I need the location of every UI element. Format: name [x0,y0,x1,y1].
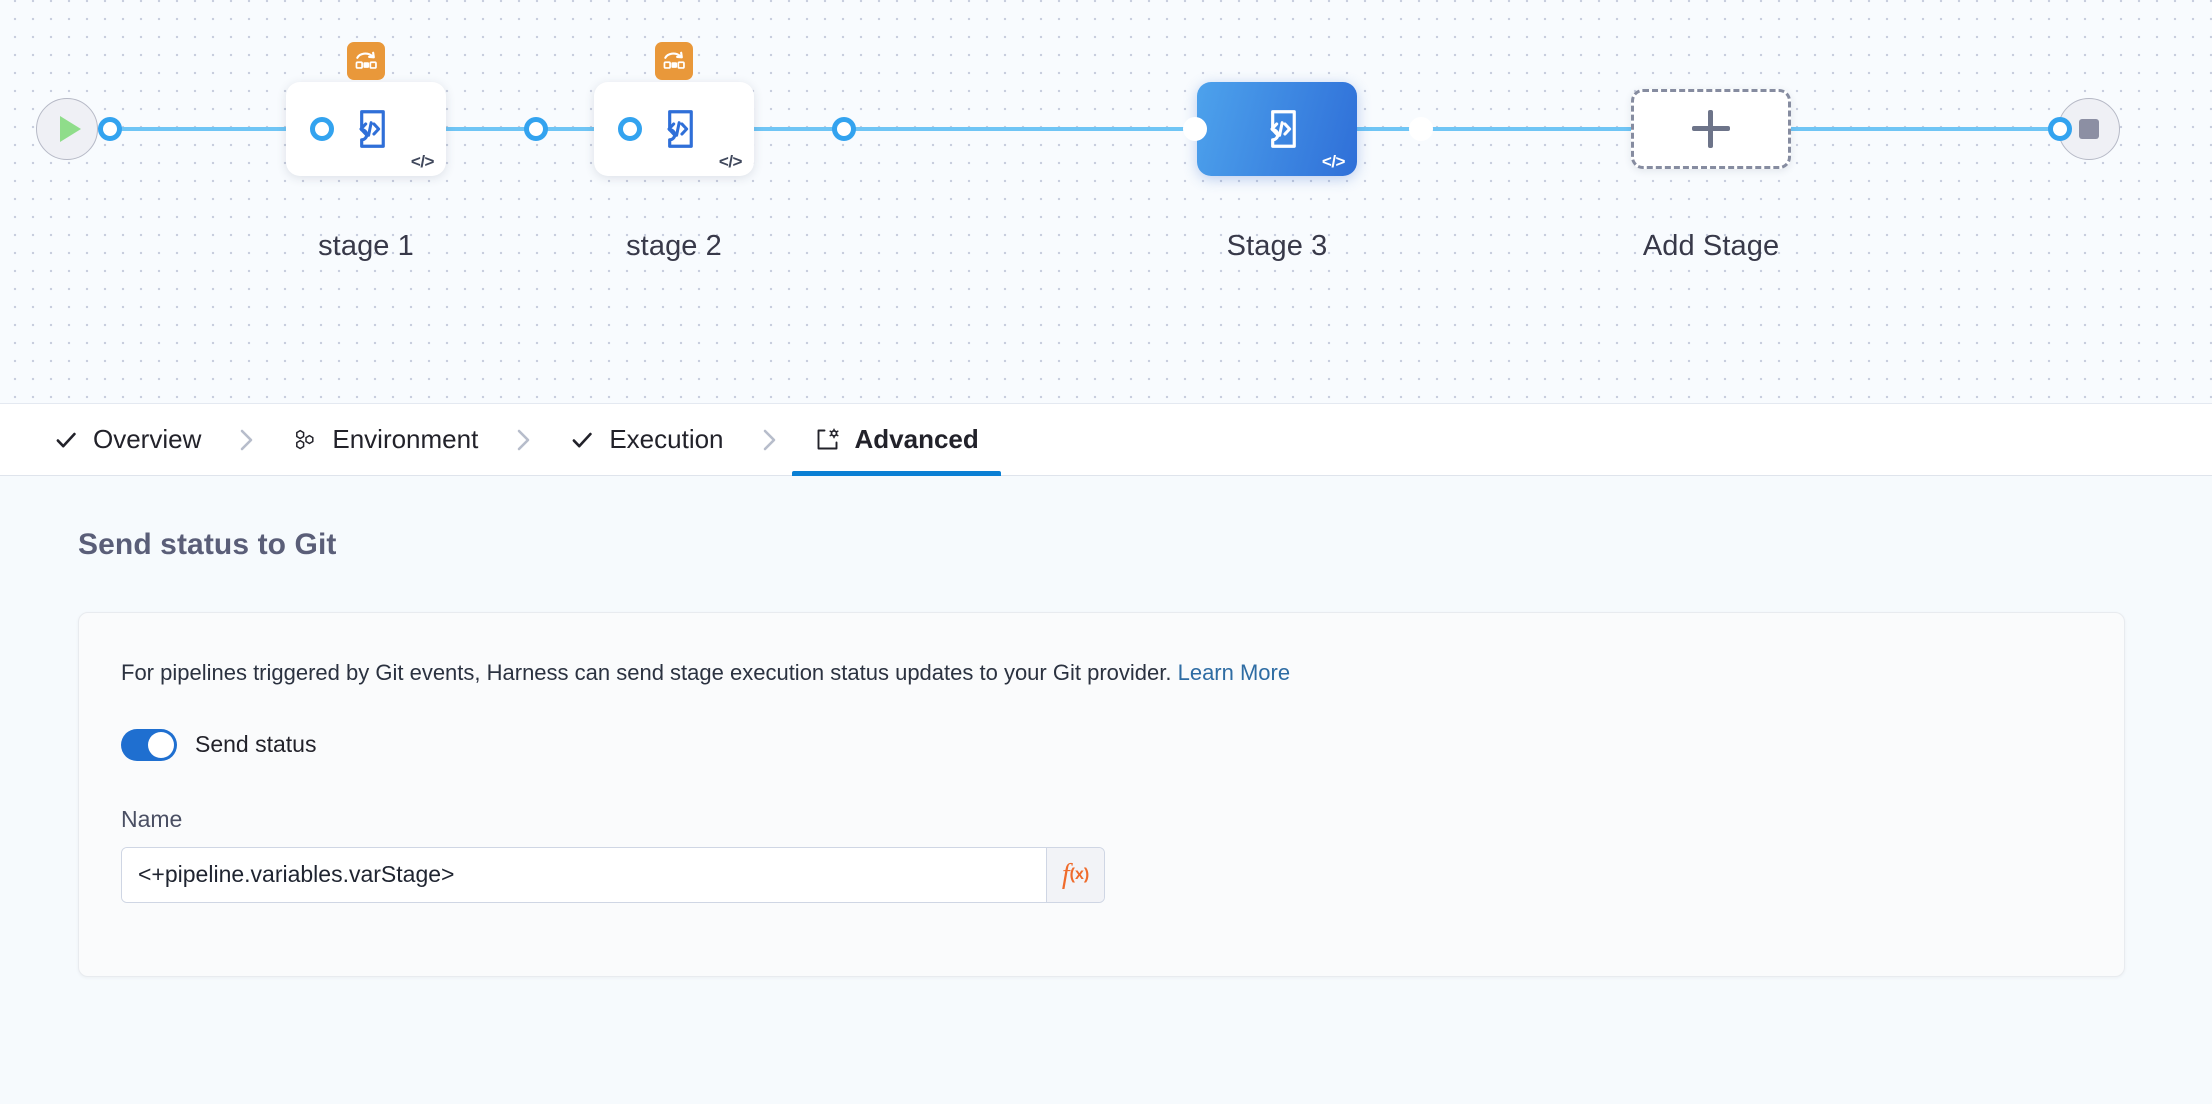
send-status-toggle-label: Send status [195,731,317,758]
chevron-right-icon [500,404,546,475]
toggle-knob [148,731,174,758]
check-icon [52,426,80,454]
add-stage-label: Add Stage [1642,230,1780,262]
tab-overview[interactable]: Overview [30,404,223,475]
stage-node-3[interactable]: </> [1197,82,1357,176]
stage-label-2: stage 2 [626,230,722,262]
tab-advanced[interactable]: Advanced [791,404,1002,476]
tab-overview-label: Overview [93,424,202,454]
hexagon-cluster-icon [291,426,319,454]
stage-tab-bar: Overview Environment Execution [0,404,2212,476]
name-field-wrap: f(x) [121,846,1105,903]
play-icon [59,116,81,142]
port-stage3-in[interactable] [1183,117,1207,141]
port-stage2-in[interactable] [618,117,642,141]
stage-code-badge: </> [718,152,743,171]
custom-stage-code-icon [359,110,385,148]
port-stage3-out[interactable] [1409,117,1433,141]
learn-more-link[interactable]: Learn More [1177,660,1291,685]
port-stage1-in[interactable] [310,117,334,141]
custom-stage-code-icon [667,110,693,148]
expression-fx-button[interactable]: f(x) [1046,847,1104,902]
stage-label-1: stage 1 [318,230,414,262]
card-description: For pipelines triggered by Git events, H… [121,658,2124,689]
tab-execution[interactable]: Execution [546,404,745,475]
pipeline-node-row: </> </> [0,0,2212,403]
tab-environment[interactable]: Environment [269,404,500,475]
page-title: Send status to Git [78,528,337,561]
stage-code-badge: </> [1321,152,1346,171]
advanced-panel: Send status to Git For pipelines trigger… [0,476,2212,1104]
pipeline-start-node[interactable] [36,98,98,160]
send-status-toggle-row: Send status [121,728,2124,761]
name-field-label: Name [121,805,183,832]
port-stage2-out[interactable] [832,117,856,141]
fx-sublabel: (x) [1069,865,1090,883]
chevron-right-icon [223,404,269,475]
add-stage-button[interactable] [1631,89,1791,169]
plus-icon [1692,110,1730,148]
port-start-out[interactable] [98,117,122,141]
pipeline-canvas[interactable]: </> </> [0,0,2212,404]
fx-label: f [1061,858,1070,890]
stop-icon [2079,119,2099,139]
port-stage1-out[interactable] [524,117,548,141]
box-gear-icon [814,426,842,454]
name-input[interactable] [122,847,1046,902]
tab-advanced-label: Advanced [854,424,979,454]
tab-execution-label: Execution [609,424,724,454]
send-status-toggle[interactable] [121,728,177,761]
send-status-card: For pipelines triggered by Git events, H… [78,612,2125,977]
check-icon [568,426,596,454]
custom-stage-code-icon [1270,110,1296,148]
port-end-in[interactable] [2048,117,2072,141]
card-description-text: For pipelines triggered by Git events, H… [121,660,1172,685]
stage-code-badge: </> [410,152,435,171]
stage-label-3: Stage 3 [1226,230,1328,262]
rollback-icon [347,42,385,80]
chevron-right-icon [746,404,792,475]
tab-environment-label: Environment [332,424,479,454]
pipeline-connector-rail [118,127,2088,131]
rollback-icon [655,42,693,80]
